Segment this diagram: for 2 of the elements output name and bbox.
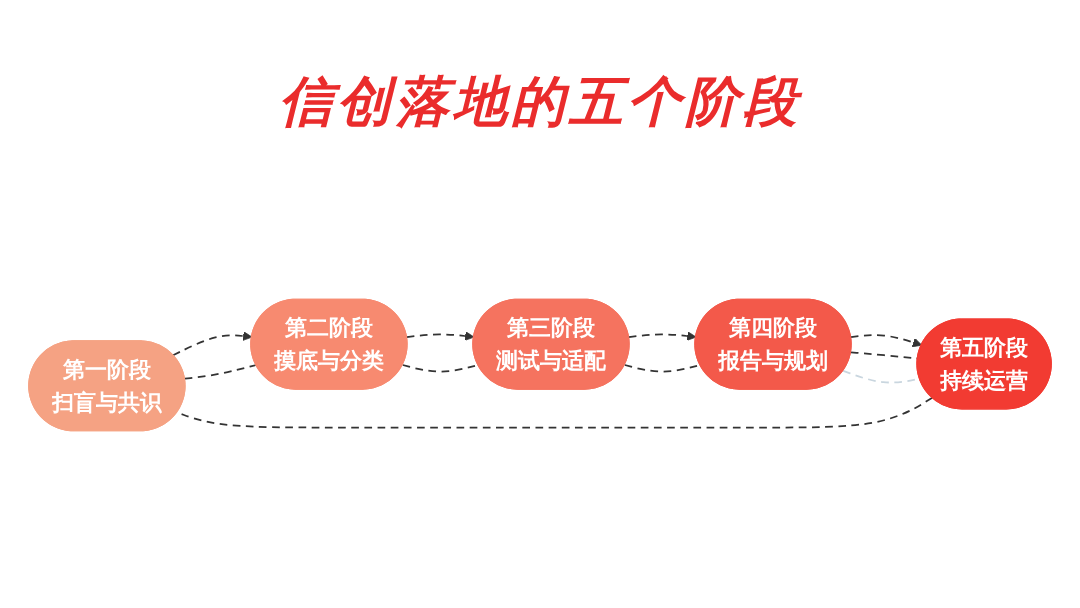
title: 信创落地的五个阶段 <box>279 70 801 135</box>
arrow <box>850 334 923 348</box>
